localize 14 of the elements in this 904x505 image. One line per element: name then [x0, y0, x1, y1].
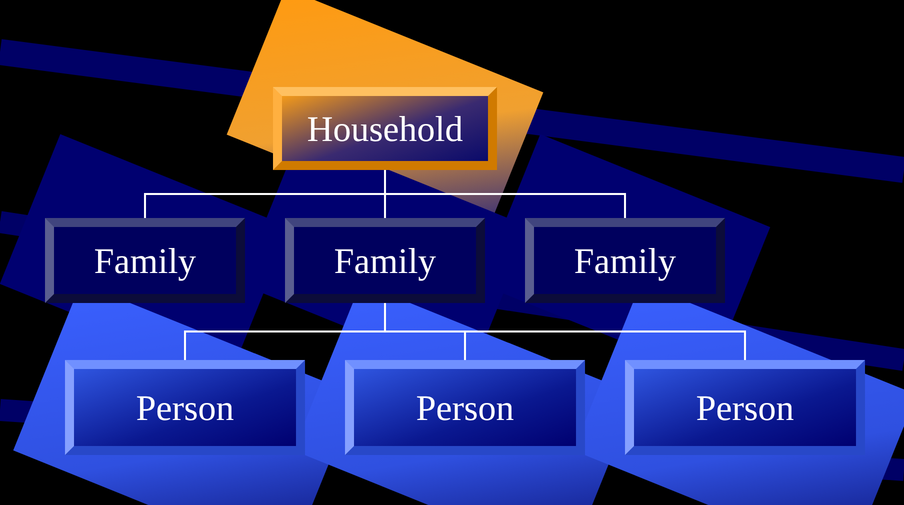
household-box	[273, 87, 497, 170]
node-label: Person	[696, 386, 794, 428]
node-label: Person	[136, 386, 234, 428]
node-label: Family	[94, 240, 196, 282]
node-label: Family	[334, 240, 436, 282]
person-box	[65, 360, 305, 455]
node-label: Person	[416, 386, 514, 428]
person-box	[625, 360, 865, 455]
node-label: Family	[574, 240, 676, 282]
node-label: Household	[307, 108, 463, 150]
person-box	[345, 360, 585, 455]
family-box	[285, 218, 485, 303]
family-box	[525, 218, 725, 303]
family-box	[45, 218, 245, 303]
